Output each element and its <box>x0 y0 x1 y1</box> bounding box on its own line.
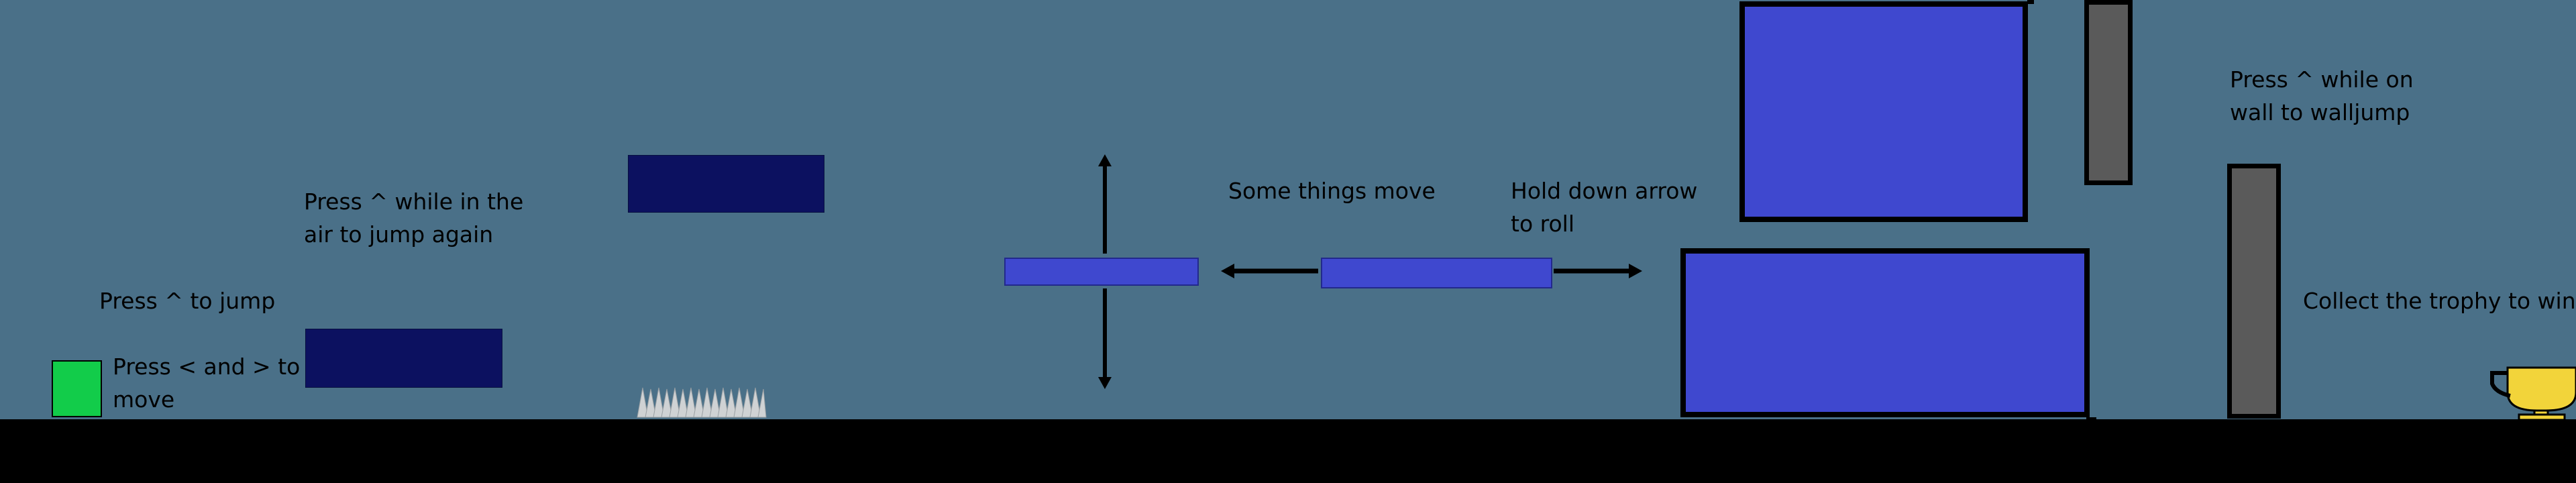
hint-jump: Press ^ to jump <box>99 288 276 314</box>
hint-walljump: Press ^ while on wall to walljump <box>2230 66 2414 125</box>
hint-trophy: Collect the trophy to win <box>2303 288 2576 314</box>
ground-floor <box>0 419 2576 483</box>
hint-double-jump: Press ^ while in the air to jump again <box>304 189 524 248</box>
hint-move: Press < and > to move <box>113 354 301 413</box>
wall-walljump <box>2227 164 2281 419</box>
platform-high <box>628 155 824 213</box>
hint-moving-things: Some things move <box>1228 178 1436 204</box>
moving-platform-horizontal <box>1321 258 1552 288</box>
block-upper <box>1739 1 2028 222</box>
platform-low <box>305 329 502 388</box>
block-upper-notch <box>2027 0 2034 4</box>
player-character <box>52 360 102 417</box>
ground-ledge <box>2086 417 2096 423</box>
moving-platform-vertical <box>1004 258 1199 286</box>
block-lower <box>1680 248 2090 417</box>
hint-roll: Hold down arrow to roll <box>1511 178 1698 237</box>
wall-upper <box>2084 0 2133 185</box>
